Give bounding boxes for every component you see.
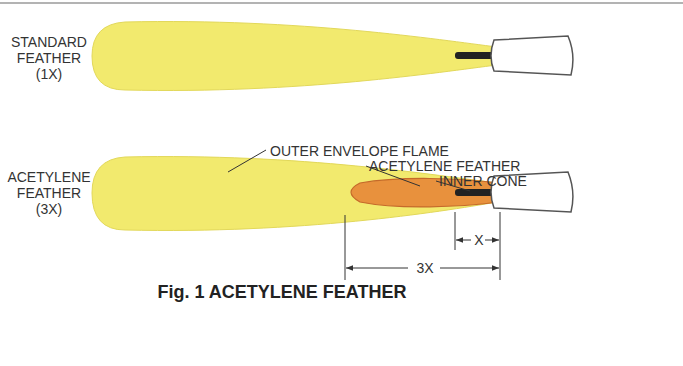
dimension-tick <box>455 212 456 250</box>
dimension-label: 3X <box>415 260 434 276</box>
standard-flame <box>92 22 497 91</box>
flame-label: ACETYLENE FEATHER (3X) <box>4 169 94 217</box>
dimension-label: X <box>473 232 484 248</box>
top-rule <box>0 2 683 4</box>
torch-tip <box>491 36 573 75</box>
part-label: OUTER ENVELOPE FLAME <box>270 143 449 159</box>
part-label: INNER CONE <box>439 173 527 189</box>
part-label: ACETYLENE FEATHER <box>369 158 520 174</box>
flame-label: STANDARD FEATHER (1X) <box>4 34 94 82</box>
dimension-arrow <box>346 268 408 269</box>
dimension-arrow <box>485 240 499 241</box>
dimension-tick <box>500 212 501 280</box>
dimension-arrow <box>456 240 471 241</box>
dimension-arrow <box>440 268 499 269</box>
leader-line <box>228 150 266 172</box>
figure-caption: Fig. 1 ACETYLENE FEATHER <box>157 282 406 302</box>
dimension-tick <box>345 215 346 280</box>
